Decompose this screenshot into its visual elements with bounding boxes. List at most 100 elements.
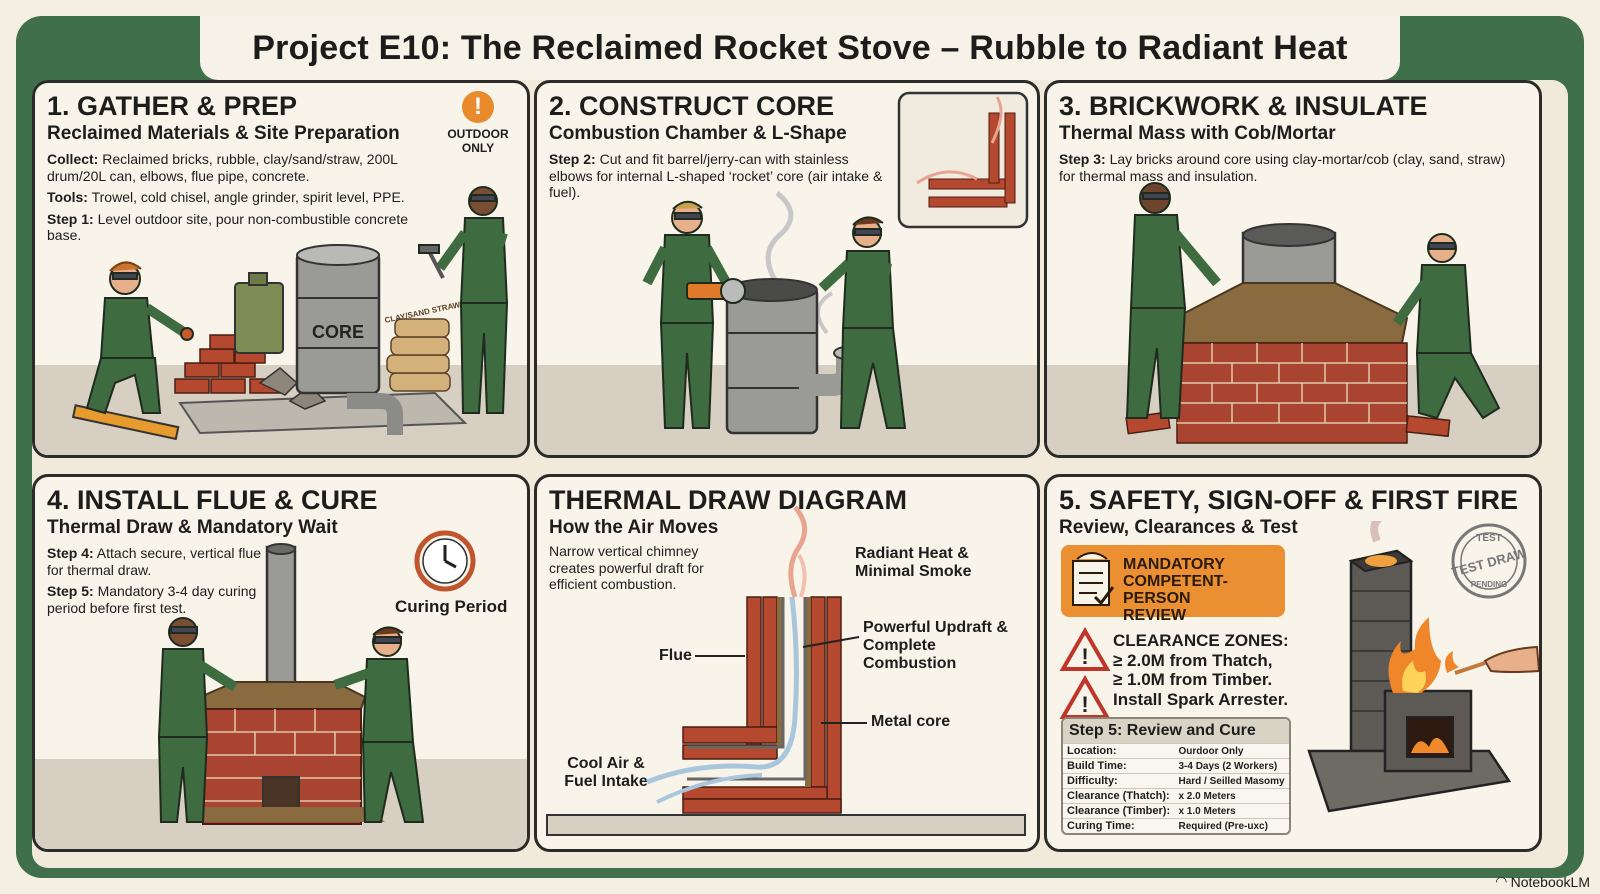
step-label: Step 1:: [47, 210, 94, 227]
label-flue: Flue: [659, 647, 692, 664]
stamp-text: TEST DRAW: [1450, 545, 1529, 579]
tools-label: Tools:: [47, 189, 88, 205]
first-fire-illustration: TEST TEST DRAW PENDING: [1307, 521, 1539, 813]
clearance-zones-text: CLEARANCE ZONES: ≥ 2.0M from Thatch, ≥ 1…: [1113, 631, 1313, 709]
install-flue-illustration: [157, 530, 476, 825]
table-row: Clearance (Thatch):x 2.0 Meters: [1063, 788, 1289, 804]
clearance-line: Install Spark Arrester.: [1113, 689, 1289, 709]
row-value: x 1.0 Meters: [1174, 803, 1289, 819]
table-row: Location:Ourdoor Only: [1063, 743, 1289, 759]
panel-safety: 5. SAFETY, SIGN-OFF & FIRST FIRE Review,…: [1044, 474, 1542, 852]
panel-heading: 2. CONSTRUCT CORE: [549, 91, 835, 121]
brand-text: NotebookLM: [1510, 873, 1590, 890]
row-key: Clearance (Timber):: [1063, 803, 1175, 819]
clearance-line: ≥ 2.0M from Thatch,: [1113, 650, 1273, 670]
panel-subtitle: Thermal Mass with Cob/Mortar: [1059, 123, 1336, 144]
panel-construct-core: 2. CONSTRUCT CORE Combustion Chamber & L…: [534, 80, 1040, 458]
construct-illustration: [642, 91, 1029, 435]
step-text: Attach secure, vertical flue for thermal…: [47, 545, 261, 578]
panel-body: Step 2: Cut and fit barrel/jerry-can wit…: [549, 151, 889, 206]
checklist-icon: [1072, 552, 1115, 606]
panel-brickwork: 3. BRICKWORK & INSULATE Thermal Mass wit…: [1044, 80, 1542, 458]
label-radiant-heat: Radiant Heat & Minimal Smoke: [855, 545, 972, 580]
row-key: Clearance (Thatch):: [1063, 788, 1175, 804]
table-row: Curing Time:Required (Pre-uxc): [1063, 818, 1289, 833]
step-text: Cut and fit barrel/jerry-can with stainl…: [549, 151, 883, 200]
warning-icons: ! !: [1059, 627, 1111, 719]
row-value: Ourdoor Only: [1174, 743, 1289, 759]
panel-body: Collect: Reclaimed bricks, rubble, clay/…: [47, 151, 442, 249]
brickwork-illustration: [1125, 182, 1501, 444]
panel-heading: 5. SAFETY, SIGN-OFF & FIRST FIRE: [1059, 485, 1519, 515]
panel-body: Step 3: Lay bricks around core using cla…: [1059, 151, 1519, 189]
outdoor-only-badge: ! OUTDOOR ONLY: [443, 91, 513, 155]
panel-subtitle: Reclaimed Materials & Site Preparation: [47, 123, 400, 144]
row-key: Location:: [1063, 743, 1175, 759]
row-value: Required (Pre-uxc): [1174, 818, 1289, 833]
panel-subtitle: Thermal Draw & Mandatory Wait: [47, 517, 338, 538]
panel-heading: 1. GATHER & PREP: [47, 91, 298, 121]
tools-text: Trowel, cold chisel, angle grinder, spir…: [87, 189, 405, 205]
notebooklm-logo-icon: ◠: [1495, 873, 1507, 889]
warning-triangle-icon: !: [1059, 675, 1111, 719]
gather-illustration: CORE CLAY/SAND STRAW: [71, 186, 509, 441]
label-cool-air-intake: Cool Air & Fuel Intake: [564, 755, 648, 790]
banner-line: MANDATORY: [1123, 556, 1225, 573]
panel-subtitle: Review, Clearances & Test: [1059, 517, 1298, 538]
stamp-text: TEST: [1476, 533, 1502, 544]
clearance-line: ≥ 1.0M from Timber.: [1113, 670, 1273, 689]
badge-line: OUTDOOR: [447, 127, 509, 141]
panel-thermal-diagram: THERMAL DRAW DIAGRAM How the Air Moves N…: [534, 474, 1040, 852]
panel-heading: THERMAL DRAW DIAGRAM: [549, 485, 907, 515]
notebooklm-watermark: ◠ NotebookLM: [1496, 873, 1590, 890]
panel-subtitle: How the Air Moves: [549, 517, 719, 538]
thermal-draw-diagram: [546, 505, 1026, 836]
label-metal-core: Metal core: [871, 713, 951, 730]
clearance-line: CLEARANCE ZONES:: [1113, 631, 1289, 650]
review-cure-table: Step 5: Review and Cure Location:Ourdoor…: [1061, 717, 1291, 835]
panel-subtitle: Combustion Chamber & L-Shape: [549, 123, 847, 144]
step-text: Lay bricks around core using clay-mortar…: [1059, 151, 1506, 184]
clock-icon: [414, 530, 476, 592]
panel-gather-prep: 1. GATHER & PREP Reclaimed Materials & S…: [32, 80, 530, 458]
collect-text: Reclaimed bricks, rubble, clay/sand/stra…: [47, 151, 398, 184]
banner-line: COMPETENT-PERSON: [1123, 573, 1228, 607]
panel-install-flue: 4. INSTALL FLUE & CURE Thermal Draw & Ma…: [32, 474, 530, 852]
worker-figure: [85, 261, 194, 415]
table-row: Clearance (Timber):x 1.0 Meters: [1063, 803, 1289, 819]
step-label: Step 4:: [47, 545, 94, 561]
svg-text:!: !: [1081, 692, 1088, 717]
panel-heading: 4. INSTALL FLUE & CURE: [47, 485, 378, 515]
test-draw-stamp: TEST TEST DRAW PENDING: [1450, 523, 1529, 599]
page-title: Project E10: The Reclaimed Rocket Stove …: [252, 28, 1348, 67]
svg-text:!: !: [1081, 644, 1088, 669]
warning-icon: !: [462, 91, 494, 123]
table-row: Difficulty:Hard / Seilled Masomy: [1063, 773, 1289, 789]
step-label: Step 3:: [1059, 151, 1106, 167]
warning-triangle-icon: !: [1059, 627, 1111, 671]
curing-period-label: Curing Period: [395, 597, 508, 616]
row-key: Curing Time:: [1063, 818, 1175, 833]
panel-heading: 3. BRICKWORK & INSULATE: [1059, 91, 1428, 121]
table-title: Step 5: Review and Cure: [1063, 719, 1289, 743]
row-key: Build Time:: [1063, 758, 1175, 774]
collect-label: Collect:: [47, 151, 99, 167]
row-value: 3-4 Days (2 Workers): [1174, 758, 1289, 774]
brick-mass: [1176, 342, 1408, 444]
mandatory-review-banner: MANDATORY COMPETENT-PERSON REVIEW: [1061, 545, 1285, 624]
step-label: Step 5:: [47, 583, 94, 599]
badge-line: ONLY: [461, 141, 495, 155]
drum-label: CORE: [312, 322, 364, 342]
step-text: Level outdoor site, pour non-combustible…: [47, 210, 409, 244]
diagram-intro: Narrow vertical chimney creates powerful…: [549, 543, 704, 592]
panel-body: Step 4: Attach secure, vertical flue for…: [47, 545, 272, 621]
worker-figure: [418, 186, 509, 414]
title-bar: Project E10: The Reclaimed Rocket Stove …: [200, 16, 1400, 80]
row-value: Hard / Seilled Masomy: [1174, 773, 1289, 789]
step-text: Mandatory 3-4 day curing period before f…: [47, 583, 257, 616]
banner-line: REVIEW: [1123, 607, 1187, 624]
step-label: Step 2:: [549, 151, 596, 167]
stamp-text: PENDING: [1471, 580, 1507, 589]
row-key: Difficulty:: [1063, 773, 1175, 789]
table-row: Build Time:3-4 Days (2 Workers): [1063, 758, 1289, 774]
